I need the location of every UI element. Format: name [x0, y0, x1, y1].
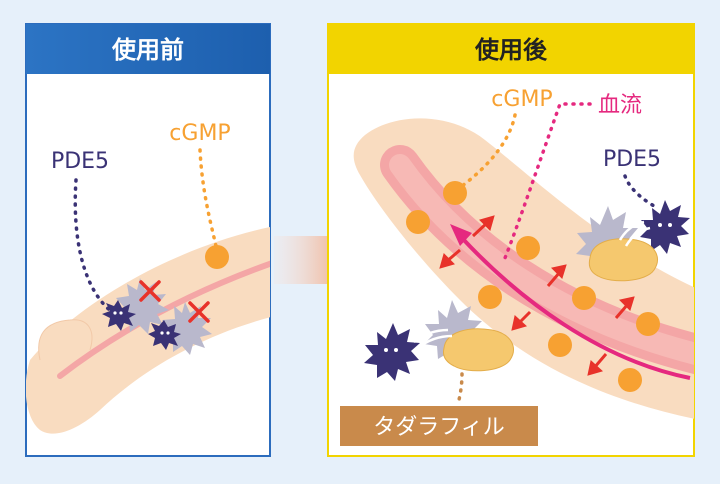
- cgmp-molecule-icon: [572, 286, 596, 310]
- pde5-enzyme-icon: [102, 278, 169, 334]
- cgmp-label-after: cGMP: [491, 87, 552, 112]
- after-panel: 使用後: [327, 23, 695, 457]
- tadalafil-pill-icon: [443, 328, 514, 372]
- cgmp-molecule-icon: [636, 312, 660, 336]
- cgmp-label-before: cGMP: [169, 121, 230, 146]
- pde5-label-after: PDE5: [603, 147, 661, 172]
- after-organ: [353, 118, 694, 419]
- tadalafil-label-box: [340, 406, 538, 446]
- pde5-label-before: PDE5: [51, 149, 109, 174]
- cgmp-molecules: [406, 181, 660, 392]
- blood-flow-arrow: [450, 224, 691, 380]
- cgmp-molecule-icon: [406, 210, 430, 234]
- before-panel: 使用前 cGMP PDE5: [25, 23, 271, 457]
- cgmp-molecule-icon: [548, 333, 572, 357]
- tadalafil-pill-icon: [588, 238, 658, 282]
- before-title: 使用前: [111, 36, 184, 64]
- dilation-arrows: [439, 215, 635, 376]
- pde5-enzyme-icon: [148, 302, 212, 355]
- blood-flow-label: 血流: [598, 93, 642, 118]
- cgmp-molecule-icon: [443, 181, 467, 205]
- after-header: [328, 24, 694, 74]
- blocked-x-icon: [188, 301, 210, 323]
- blocked-x-icon: [139, 280, 161, 302]
- cgmp-molecule-icon: [516, 236, 540, 260]
- cgmp-molecule-icon: [478, 285, 502, 309]
- before-header: [26, 24, 270, 74]
- after-title: 使用後: [474, 36, 548, 64]
- tadalafil-label: タダラフィル: [373, 415, 505, 440]
- cgmp-molecule-icon: [618, 368, 642, 392]
- cgmp-molecule-icon: [205, 245, 229, 269]
